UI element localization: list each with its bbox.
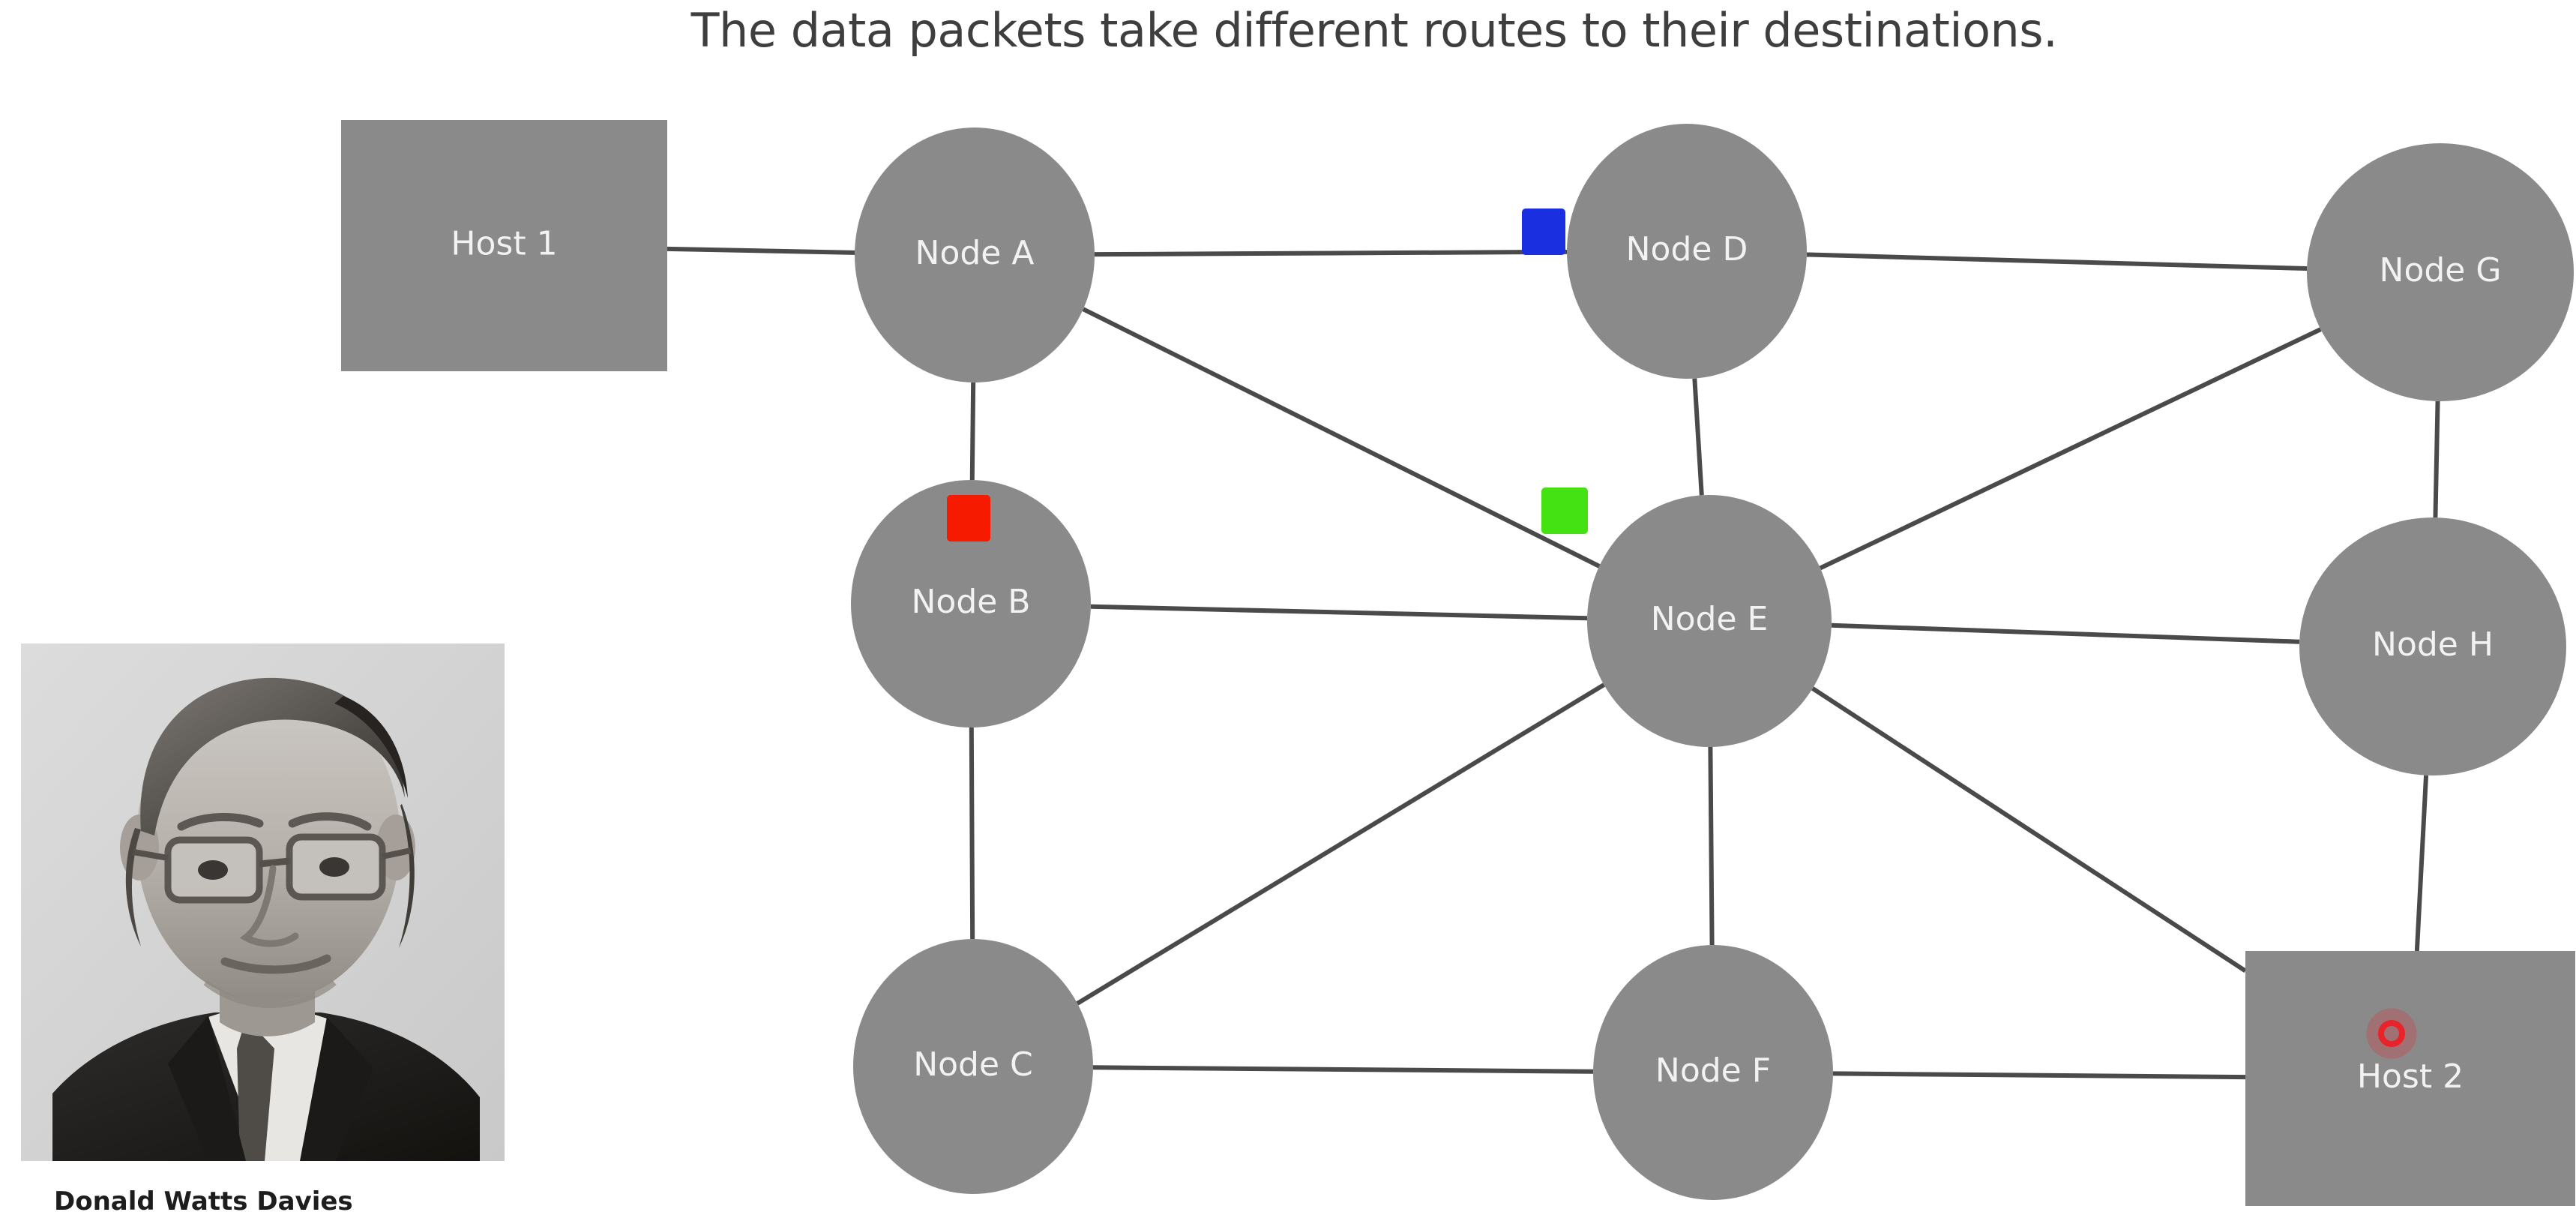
network-link-G-H	[2433, 400, 2440, 518]
host-label: Host 1	[451, 225, 557, 263]
network-link-E-C	[1076, 682, 1605, 1006]
network-link-D-E	[1692, 378, 1704, 496]
network-link-A-D	[1094, 249, 1568, 257]
portrait-caption: Donald Watts Davies	[54, 1186, 353, 1216]
network-link-E-F	[1708, 746, 1715, 946]
node-label: Node G	[2380, 251, 2502, 290]
node-E[interactable]: Node E	[1587, 495, 1832, 747]
node-F[interactable]: Node F	[1593, 945, 1833, 1200]
page-title-text: The data packets take different routes t…	[690, 3, 2058, 58]
network-link-A-B	[969, 382, 976, 481]
mouse-cursor-halo	[2366, 1008, 2417, 1059]
network-link-A-E	[1082, 307, 1601, 568]
network-link-H-host2	[2414, 775, 2429, 952]
node-label: Node H	[2372, 626, 2494, 664]
node-shape	[2299, 518, 2566, 776]
host-host2[interactable]: Host 2	[2245, 951, 2575, 1206]
network-link-host1-A	[666, 246, 855, 255]
node-shape	[1587, 495, 1832, 747]
network-link-B-E	[1090, 604, 1588, 621]
network-link-E-H	[1831, 622, 2300, 644]
node-D[interactable]: Node D	[1567, 124, 1807, 379]
mouse-cursor-icon	[2378, 1020, 2405, 1047]
packet-blue	[1522, 208, 1565, 255]
packet-red	[947, 495, 990, 542]
node-label: Node F	[1655, 1052, 1771, 1090]
network-link-E-G	[1819, 327, 2322, 571]
host-label: Host 2	[2357, 1058, 2464, 1096]
packet-green	[1541, 488, 1588, 534]
node-shape	[1567, 124, 1807, 379]
node-shape	[2307, 143, 2574, 401]
mouse-cursor-layer	[2366, 1008, 2417, 1059]
network-link-C-F	[1092, 1065, 1594, 1074]
node-A[interactable]: Node A	[855, 128, 1095, 382]
network-links	[666, 246, 2440, 1080]
network-link-E-host2	[1811, 686, 2247, 973]
node-label: Node C	[913, 1046, 1033, 1084]
network-packets	[947, 208, 1588, 542]
node-label: Node D	[1626, 230, 1748, 268]
network-link-D-G	[1806, 252, 2308, 272]
portrait-photo	[21, 644, 505, 1161]
node-B[interactable]: Node B	[851, 480, 1091, 728]
host-shape	[2245, 951, 2575, 1206]
node-shape	[1593, 945, 1833, 1200]
node-label: Node E	[1651, 600, 1769, 638]
node-C[interactable]: Node C	[853, 939, 1093, 1194]
node-H[interactable]: Node H	[2299, 518, 2566, 776]
page-title: The data packets take different routes t…	[0, 3, 2576, 58]
network-link-F-host2	[1832, 1071, 2246, 1080]
host-host1[interactable]: Host 1	[341, 120, 667, 371]
portrait-illustration	[21, 644, 505, 1161]
node-label: Node A	[915, 234, 1035, 272]
node-shape	[855, 128, 1095, 382]
network-nodes: Host 1 Host 2 Node A Node B Node C Node D Node…	[341, 120, 2575, 1206]
host-shape	[341, 120, 667, 371]
node-shape	[851, 480, 1091, 728]
node-label: Node B	[911, 583, 1030, 621]
node-G[interactable]: Node G	[2307, 143, 2574, 401]
node-shape	[853, 939, 1093, 1194]
